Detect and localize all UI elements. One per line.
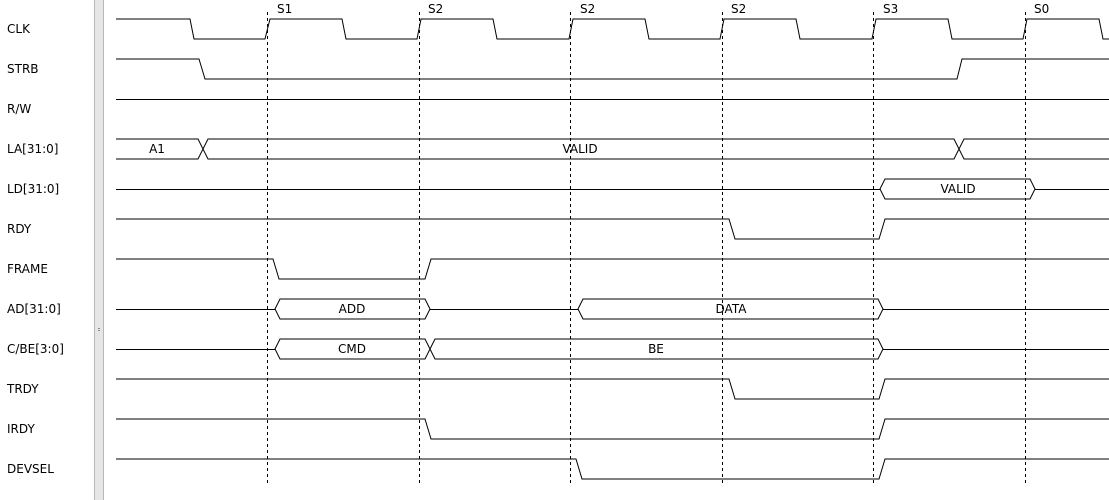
- wave-clk: [116, 18, 1109, 40]
- signal-label-rdy: RDY: [7, 222, 32, 236]
- signal-label-frame: FRAME: [7, 262, 48, 276]
- wave-frame: [116, 258, 1109, 280]
- signal-label-clk: CLK: [7, 22, 30, 36]
- bus-value-la-valid: VALID: [562, 142, 597, 156]
- wave-irdy: [116, 418, 1109, 440]
- signal-label-la: LA[31:0]: [7, 142, 59, 156]
- signal-label-rw: R/W: [7, 102, 32, 116]
- wave-strb: [116, 58, 1109, 80]
- marker-label-5: S3: [883, 2, 898, 16]
- wave-la-seg3: [958, 138, 1109, 160]
- bus-value-cbe-be: BE: [648, 342, 664, 356]
- marker-label-1: S1: [277, 2, 292, 16]
- signal-label-irdy: IRDY: [7, 422, 35, 436]
- signal-label-ad: AD[31:0]: [7, 302, 61, 316]
- bus-value-ad-add: ADD: [339, 302, 366, 316]
- bus-value-ld-valid: VALID: [940, 182, 975, 196]
- signal-label-trdy: TRDY: [7, 382, 39, 396]
- signal-label-devsel: DEVSEL: [7, 462, 54, 476]
- bus-value-cbe-cmd: CMD: [338, 342, 366, 356]
- bus-value-ad-data: DATA: [716, 302, 748, 316]
- marker-label-4: S2: [731, 2, 746, 16]
- signal-label-ld: LD[31:0]: [7, 182, 60, 196]
- grip-icon: [98, 328, 100, 332]
- signal-label-strb: STRB: [7, 62, 39, 76]
- signal-label-cbe: C/BE[3:0]: [7, 342, 64, 356]
- waveform-canvas: S1 S2 S2 S2 S3 S0 A1 VALID VALID ADD DAT…: [116, 2, 1109, 486]
- marker-label-3: S2: [580, 2, 595, 16]
- wave-devsel: [116, 458, 1109, 480]
- marker-label-2: S2: [428, 2, 443, 16]
- splitter-handle[interactable]: [94, 0, 104, 500]
- signal-name-panel: CLK STRB R/W LA[31:0] LD[31:0] RDY FRAME…: [0, 0, 94, 500]
- wave-rdy: [116, 218, 1109, 240]
- bus-value-la-a1: A1: [149, 142, 165, 156]
- marker-label-6: S0: [1034, 2, 1049, 16]
- wave-trdy: [116, 378, 1109, 400]
